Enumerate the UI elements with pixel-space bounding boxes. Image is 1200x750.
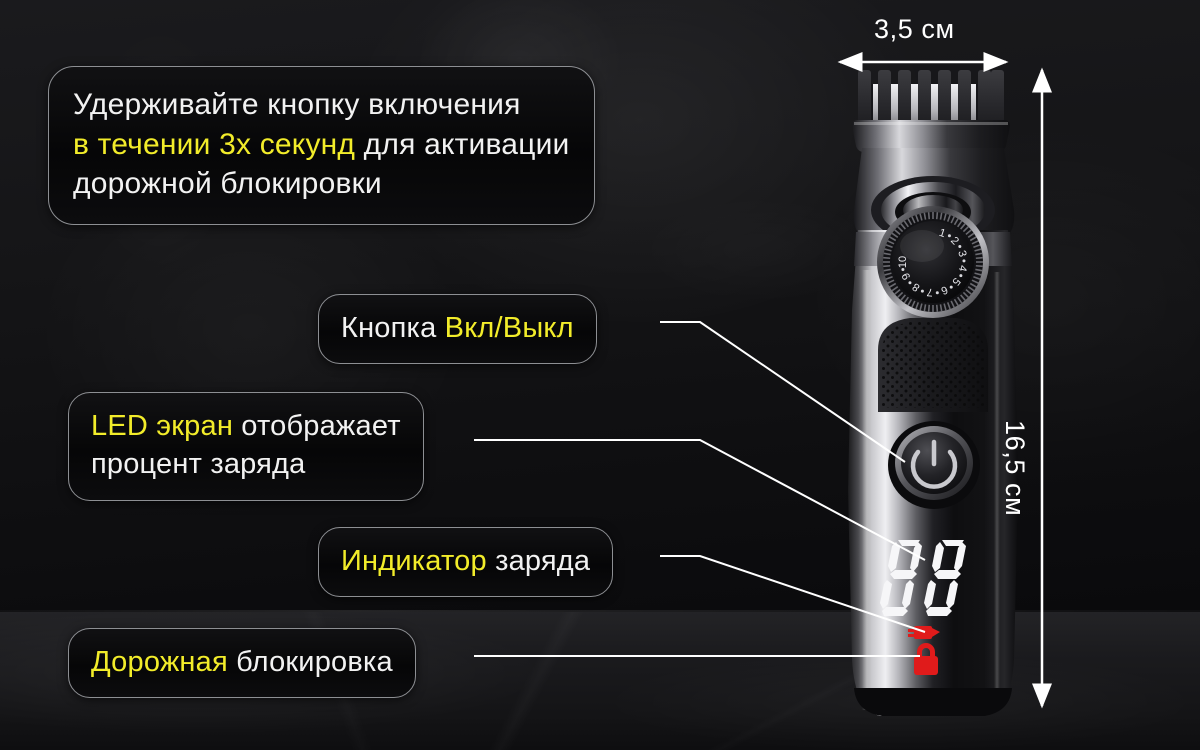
dial-dot [947, 234, 951, 238]
callout-charge-highlight: Индикатор [341, 545, 487, 577]
dial-number: 10 [897, 256, 909, 268]
dial-number: 3 [955, 249, 968, 258]
trimmer-highlights [862, 270, 1000, 710]
callout-travel-lock: Дорожная блокировка [68, 628, 416, 699]
trimmer-comb-guard [852, 70, 1010, 152]
dial-dot [959, 274, 963, 278]
callout-main-line1: Удерживайте кнопку включения [73, 88, 521, 121]
callout-led-line2: процент заряда [91, 448, 306, 481]
callout-led-screen: LED экран отображает процент заряда [68, 392, 424, 501]
callout-power-button: Кнопка Вкл/Выкл [318, 294, 597, 365]
power-icon [910, 439, 958, 489]
trimmer-led-display [880, 540, 966, 675]
dial-dot [962, 259, 966, 263]
surface-edge [0, 610, 1200, 612]
dial-dot [935, 291, 939, 295]
callout-charge-rest: заряда [486, 545, 591, 577]
callout-power-highlight: Вкл/Выкл [444, 312, 574, 344]
dial-number: 8 [910, 280, 922, 293]
lock-icon [914, 643, 938, 675]
callout-lock-rest: блокировка [227, 646, 393, 678]
callout-main-highlight: в течении 3х секунд [73, 127, 356, 161]
callout-led-rest: отображает [233, 410, 401, 442]
callout-travel-lock-instruction: Удерживайте кнопку включения в течении 3… [48, 66, 595, 225]
callout-main-line2: в течении 3х секунд для активации [73, 125, 570, 165]
dimension-width-label: 3,5 см [874, 14, 955, 44]
dial-number: 9 [900, 271, 913, 282]
led-digit-right [924, 540, 966, 616]
dial-dot [920, 289, 924, 293]
led-digit-left [880, 540, 922, 616]
dial-number: 1 [938, 227, 948, 240]
callout-led-line1: LED экран отображает [91, 407, 401, 445]
callout-lock-highlight: Дорожная [91, 646, 228, 678]
trimmer-bottom-cap [854, 688, 1012, 716]
trimmer-grip-panel [878, 318, 988, 412]
callout-main-line2-rest: для активации [355, 127, 570, 161]
callout-led-highlight: LED экран [91, 410, 234, 442]
dial-dot [908, 281, 912, 285]
trimmer-power-button[interactable] [888, 421, 980, 509]
dial-dot [958, 245, 962, 248]
dial-dot [901, 267, 905, 271]
callout-power-prefix: Кнопка [341, 312, 445, 344]
dial-number: 4 [956, 264, 969, 272]
dial-number: 7 [926, 286, 933, 299]
dial-number: 6 [939, 283, 949, 296]
dial-dot [949, 285, 953, 289]
callout-charge-indicator: Индикатор заряда [318, 527, 614, 598]
callout-main-line3: дорожной блокировки [73, 167, 382, 201]
